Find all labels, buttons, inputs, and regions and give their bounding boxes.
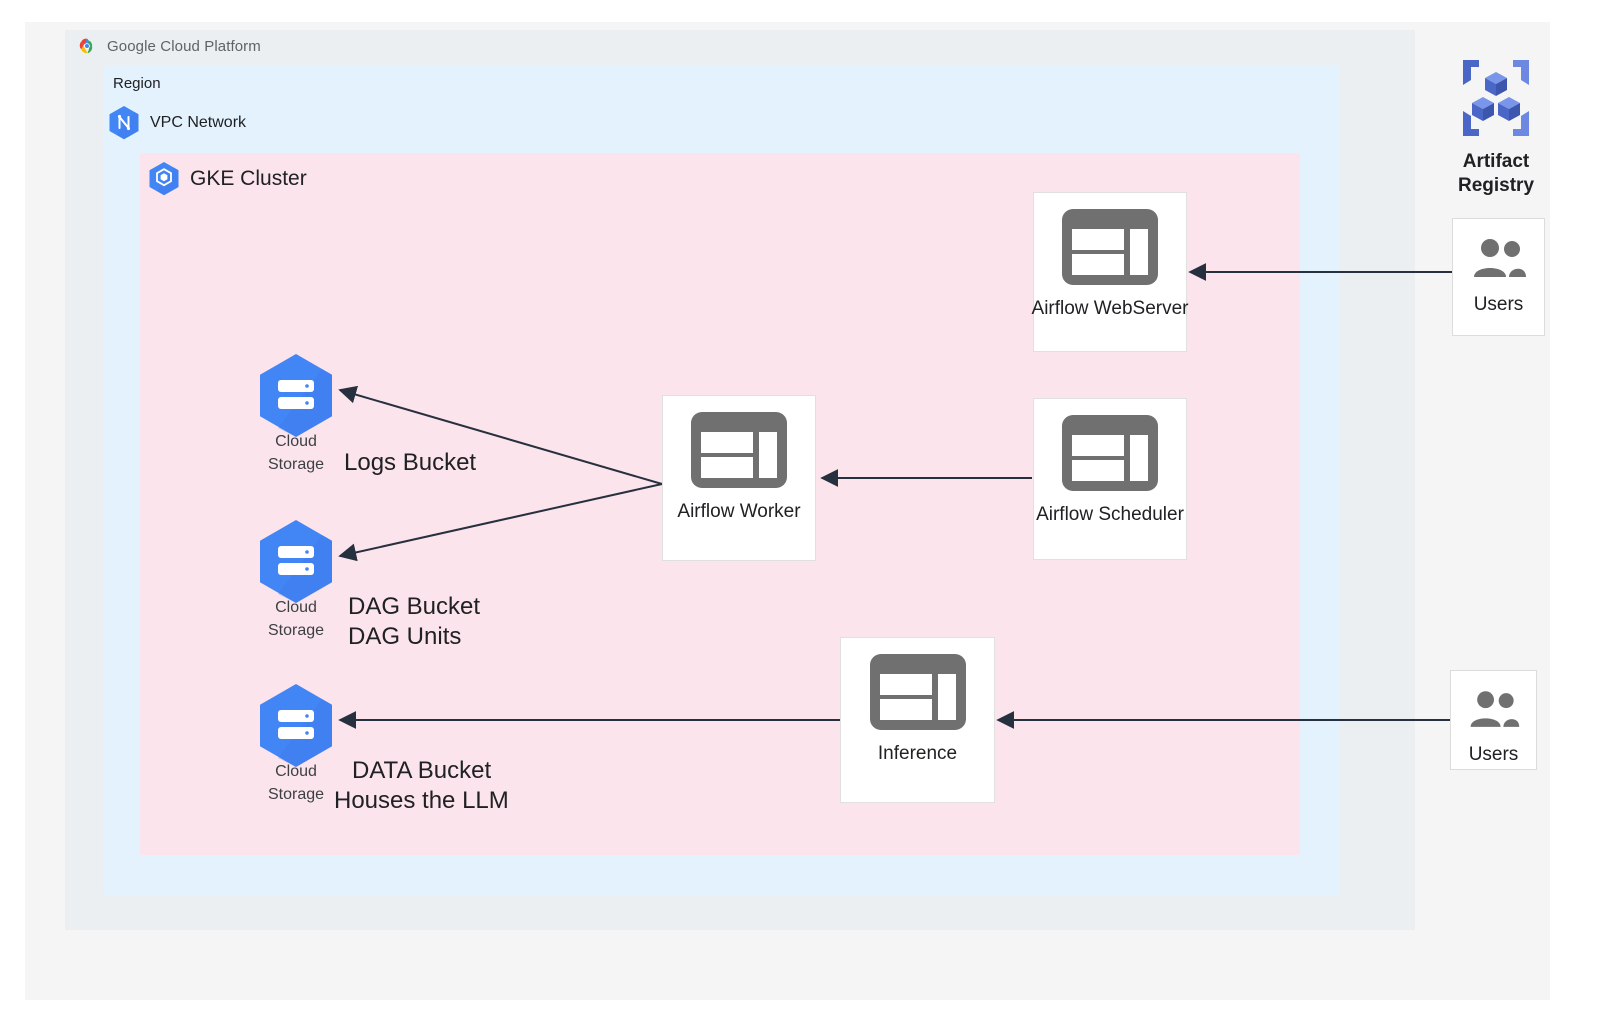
artifact-registry-label-line2: Registry bbox=[1457, 175, 1535, 196]
gke-cluster-header: GKE Cluster bbox=[148, 161, 307, 197]
artifact-registry-label-line1: Artifact bbox=[1462, 151, 1530, 172]
node-label: Inference bbox=[877, 743, 958, 764]
node-label: Airflow Scheduler bbox=[1036, 504, 1184, 525]
vpc-network-label: VPC Network bbox=[150, 114, 247, 131]
users-node-top[interactable]: Users bbox=[1452, 218, 1545, 336]
node-airflow-webserver[interactable]: Airflow WebServer bbox=[1031, 192, 1189, 352]
node-label: Airflow Worker bbox=[677, 501, 801, 522]
node-label: Airflow WebServer bbox=[1031, 298, 1189, 319]
app-window-icon bbox=[1060, 413, 1160, 498]
users-group-icon bbox=[1465, 689, 1523, 736]
users-label: Users bbox=[1468, 744, 1519, 765]
cloud-storage-caption: Cloud Storage bbox=[256, 430, 336, 476]
google-cloud-logo-icon bbox=[77, 36, 97, 56]
gcp-brand-rest: Cloud Platform bbox=[160, 37, 261, 55]
cloud-storage-caption: Cloud Storage bbox=[256, 596, 336, 642]
dag-bucket-note: DAG Bucket DAG Units bbox=[348, 592, 480, 652]
data-bucket-note: DATA Bucket Houses the LLM bbox=[334, 756, 509, 816]
cloud-storage-hexagon-icon bbox=[256, 518, 336, 608]
cloud-storage-line1: Cloud bbox=[275, 433, 317, 450]
gke-cluster-label: GKE Cluster bbox=[190, 167, 307, 190]
cloud-storage-line2: Storage bbox=[267, 786, 325, 803]
artifact-registry-icon bbox=[1453, 60, 1539, 145]
cloud-storage-hexagon-icon bbox=[256, 682, 336, 772]
gke-cluster-hexagon-icon bbox=[148, 161, 180, 197]
node-inference[interactable]: Inference bbox=[840, 637, 995, 803]
cloud-storage-line2: Storage bbox=[267, 622, 325, 639]
cloud-storage-caption: Cloud Storage bbox=[256, 760, 336, 806]
dag-bucket-note-line2: DAG Units bbox=[348, 623, 462, 650]
users-group-icon bbox=[1468, 237, 1530, 286]
artifact-registry-label: Artifact Registry bbox=[1440, 150, 1552, 198]
gcp-brand-bold: Google bbox=[107, 37, 156, 55]
app-window-icon bbox=[868, 652, 968, 737]
gcp-wordmark: Google Cloud Platform bbox=[107, 38, 261, 55]
vpc-network-header: VPC Network bbox=[108, 105, 246, 141]
data-bucket-note-line2: Houses the LLM bbox=[334, 787, 509, 814]
users-node-bottom[interactable]: Users bbox=[1450, 670, 1537, 770]
dag-bucket-note-line1: DAG Bucket bbox=[348, 593, 481, 620]
region-label: Region bbox=[113, 75, 161, 92]
node-airflow-scheduler[interactable]: Airflow Scheduler bbox=[1033, 398, 1187, 560]
cloud-storage-line2: Storage bbox=[267, 456, 325, 473]
data-bucket-note-line1: DATA Bucket bbox=[352, 757, 492, 784]
artifact-registry-node[interactable]: Artifact Registry bbox=[1440, 55, 1552, 198]
app-window-icon bbox=[1060, 207, 1160, 292]
gcp-header: Google Cloud Platform bbox=[77, 36, 261, 56]
region-header: Region bbox=[113, 75, 161, 92]
logs-bucket-note-line1: Logs Bucket bbox=[344, 449, 477, 476]
users-label: Users bbox=[1473, 294, 1524, 315]
cloud-storage-hexagon-icon bbox=[256, 352, 336, 442]
cloud-storage-line1: Cloud bbox=[275, 763, 317, 780]
logs-bucket-note: Logs Bucket bbox=[344, 448, 476, 478]
node-airflow-worker[interactable]: Airflow Worker bbox=[662, 395, 816, 561]
cloud-storage-line1: Cloud bbox=[275, 599, 317, 616]
vpc-network-hexagon-icon bbox=[108, 105, 140, 141]
app-window-icon bbox=[689, 410, 789, 495]
